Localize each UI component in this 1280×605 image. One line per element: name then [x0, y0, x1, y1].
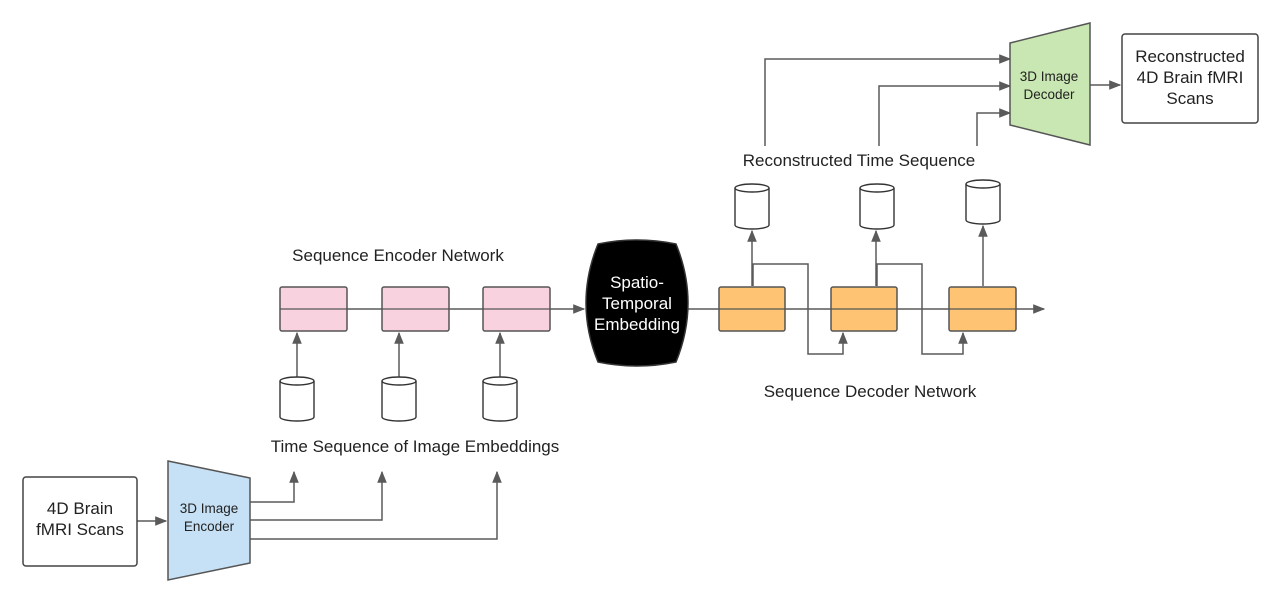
decoder-cell-3	[948, 286, 1017, 332]
image-decoder-label-line2: Decoder	[1023, 87, 1075, 102]
input-scans-label-line1: 4D Brain	[47, 499, 113, 518]
encoder-cell-3	[482, 286, 551, 332]
image-decoder-block	[1009, 22, 1091, 146]
image-encoder-label-line2: Encoder	[184, 519, 235, 534]
image-encoder-label-line1: 3D Image	[180, 501, 239, 516]
latent-label-line1: Spatio-	[610, 273, 664, 292]
edge-encoder-to-embedding-1	[250, 470, 299, 503]
latent-label-line2: Temporal	[602, 294, 672, 313]
embedding-cylinder-3	[482, 376, 518, 422]
reconstructed-cylinder-1	[734, 183, 770, 230]
edge-recon-2-to-decoder	[878, 81, 1012, 146]
output-scans-box	[1121, 33, 1259, 124]
image-encoder-block	[167, 460, 251, 581]
decoder-cell-2	[830, 286, 898, 332]
reconstructed-sequence-label: Reconstructed Time Sequence	[743, 151, 975, 170]
encoder-cell-2	[381, 286, 450, 332]
edge-recon-1-to-decoder	[764, 54, 1012, 146]
output-scans-label-line1: Reconstructed	[1135, 47, 1245, 66]
output-scans-label-line2: 4D Brain fMRI	[1137, 68, 1244, 87]
edge-encoder-to-embedding-2	[250, 470, 387, 521]
edge-encoder-to-embedding-3	[250, 470, 502, 540]
sequence-encoder-label: Sequence Encoder Network	[292, 246, 504, 265]
embedding-cylinder-1	[279, 376, 315, 422]
edge-feedback-2	[876, 263, 968, 355]
input-scans-box	[22, 476, 138, 567]
decoder-cell-1	[718, 286, 786, 332]
input-scans-label-line2: fMRI Scans	[36, 520, 124, 539]
encoder-cell-1	[279, 286, 348, 332]
edge-feedback-1	[752, 263, 848, 355]
latent-label-line3: Embedding	[594, 315, 680, 334]
reconstructed-cylinder-2	[859, 183, 895, 230]
image-decoder-label-line1: 3D Image	[1020, 69, 1079, 84]
edge-recon-3-to-decoder	[976, 108, 1012, 146]
output-scans-label-line3: Scans	[1166, 89, 1213, 108]
spatio-temporal-embedding-node	[585, 239, 689, 367]
reconstructed-cylinder-3	[965, 179, 1001, 225]
embeddings-label: Time Sequence of Image Embeddings	[271, 437, 560, 456]
embedding-cylinder-2	[381, 376, 417, 422]
sequence-decoder-label: Sequence Decoder Network	[764, 382, 977, 401]
